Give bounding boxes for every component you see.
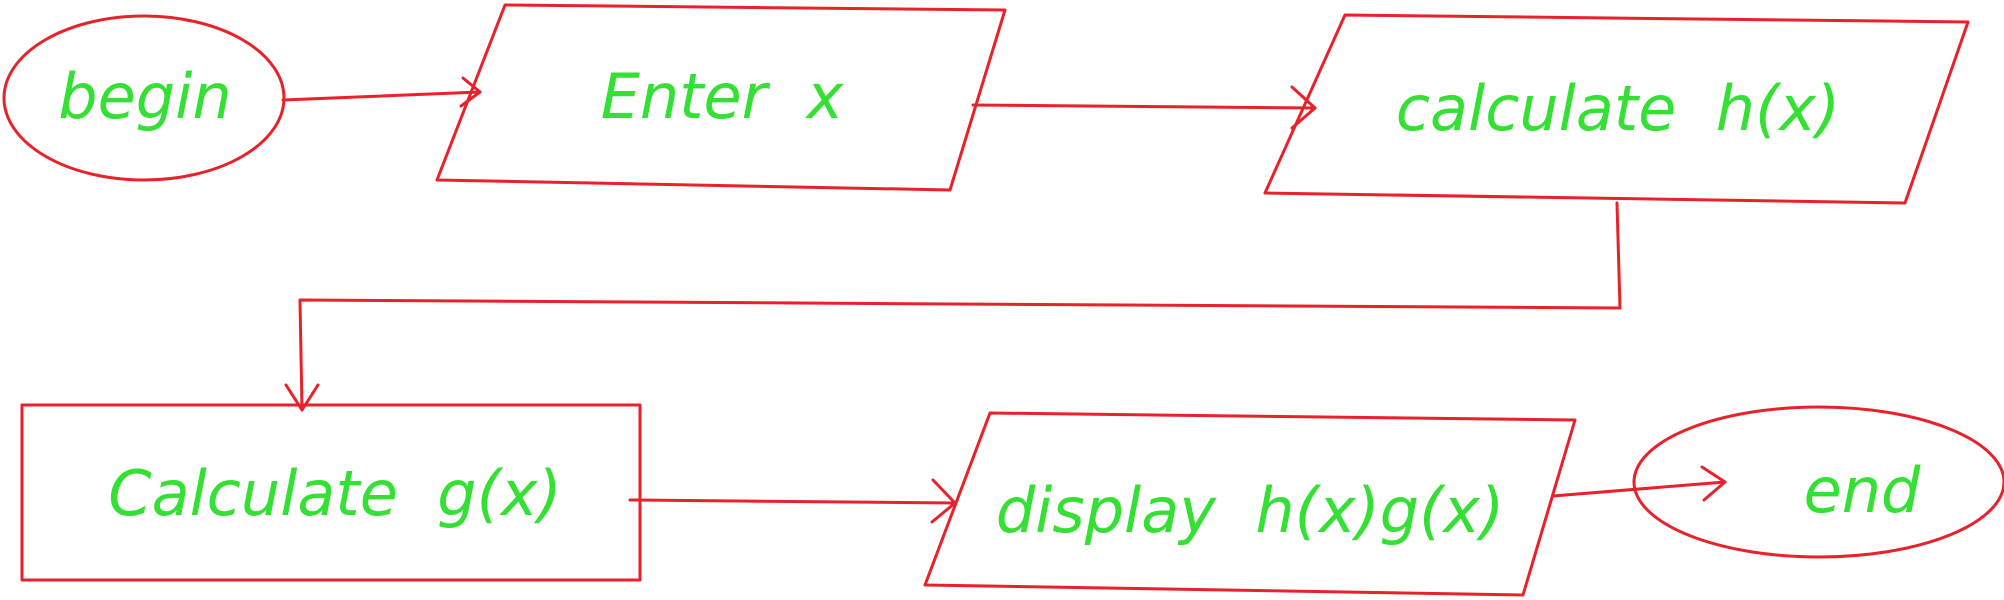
arrowhead-enter-x — [459, 76, 482, 108]
end-label: end — [1804, 454, 1921, 527]
arrow-begin-to-enter-x — [281, 90, 482, 102]
calculate-h-label: calculate h(x) — [1396, 72, 1840, 145]
begin-label: begin — [58, 60, 231, 133]
arrowhead-end — [1700, 465, 1727, 502]
display-label: display h(x)g(x) — [996, 474, 1504, 547]
calculate-g-rectangle — [20, 403, 642, 582]
begin-oval — [2, 14, 286, 182]
end-oval — [1632, 405, 2004, 559]
display-parallelogram — [923, 411, 1577, 597]
calculate-g-label: Calculate g(x) — [108, 457, 561, 530]
enter-x-label: Enter x — [601, 60, 845, 133]
arrow-display-to-end — [1551, 480, 1727, 498]
enter-x-parallelogram — [435, 3, 1007, 192]
arrow-enter-x-to-calc-h — [971, 103, 1317, 110]
arrowhead-display — [930, 478, 957, 524]
arrowhead-calc-g — [284, 383, 320, 412]
calculate-h-parallelogram — [1263, 13, 1970, 205]
arrow-calc-h-to-calc-g — [298, 201, 1622, 412]
arrowhead-calc-h — [1290, 85, 1317, 130]
arrow-calc-g-to-display — [628, 498, 957, 505]
